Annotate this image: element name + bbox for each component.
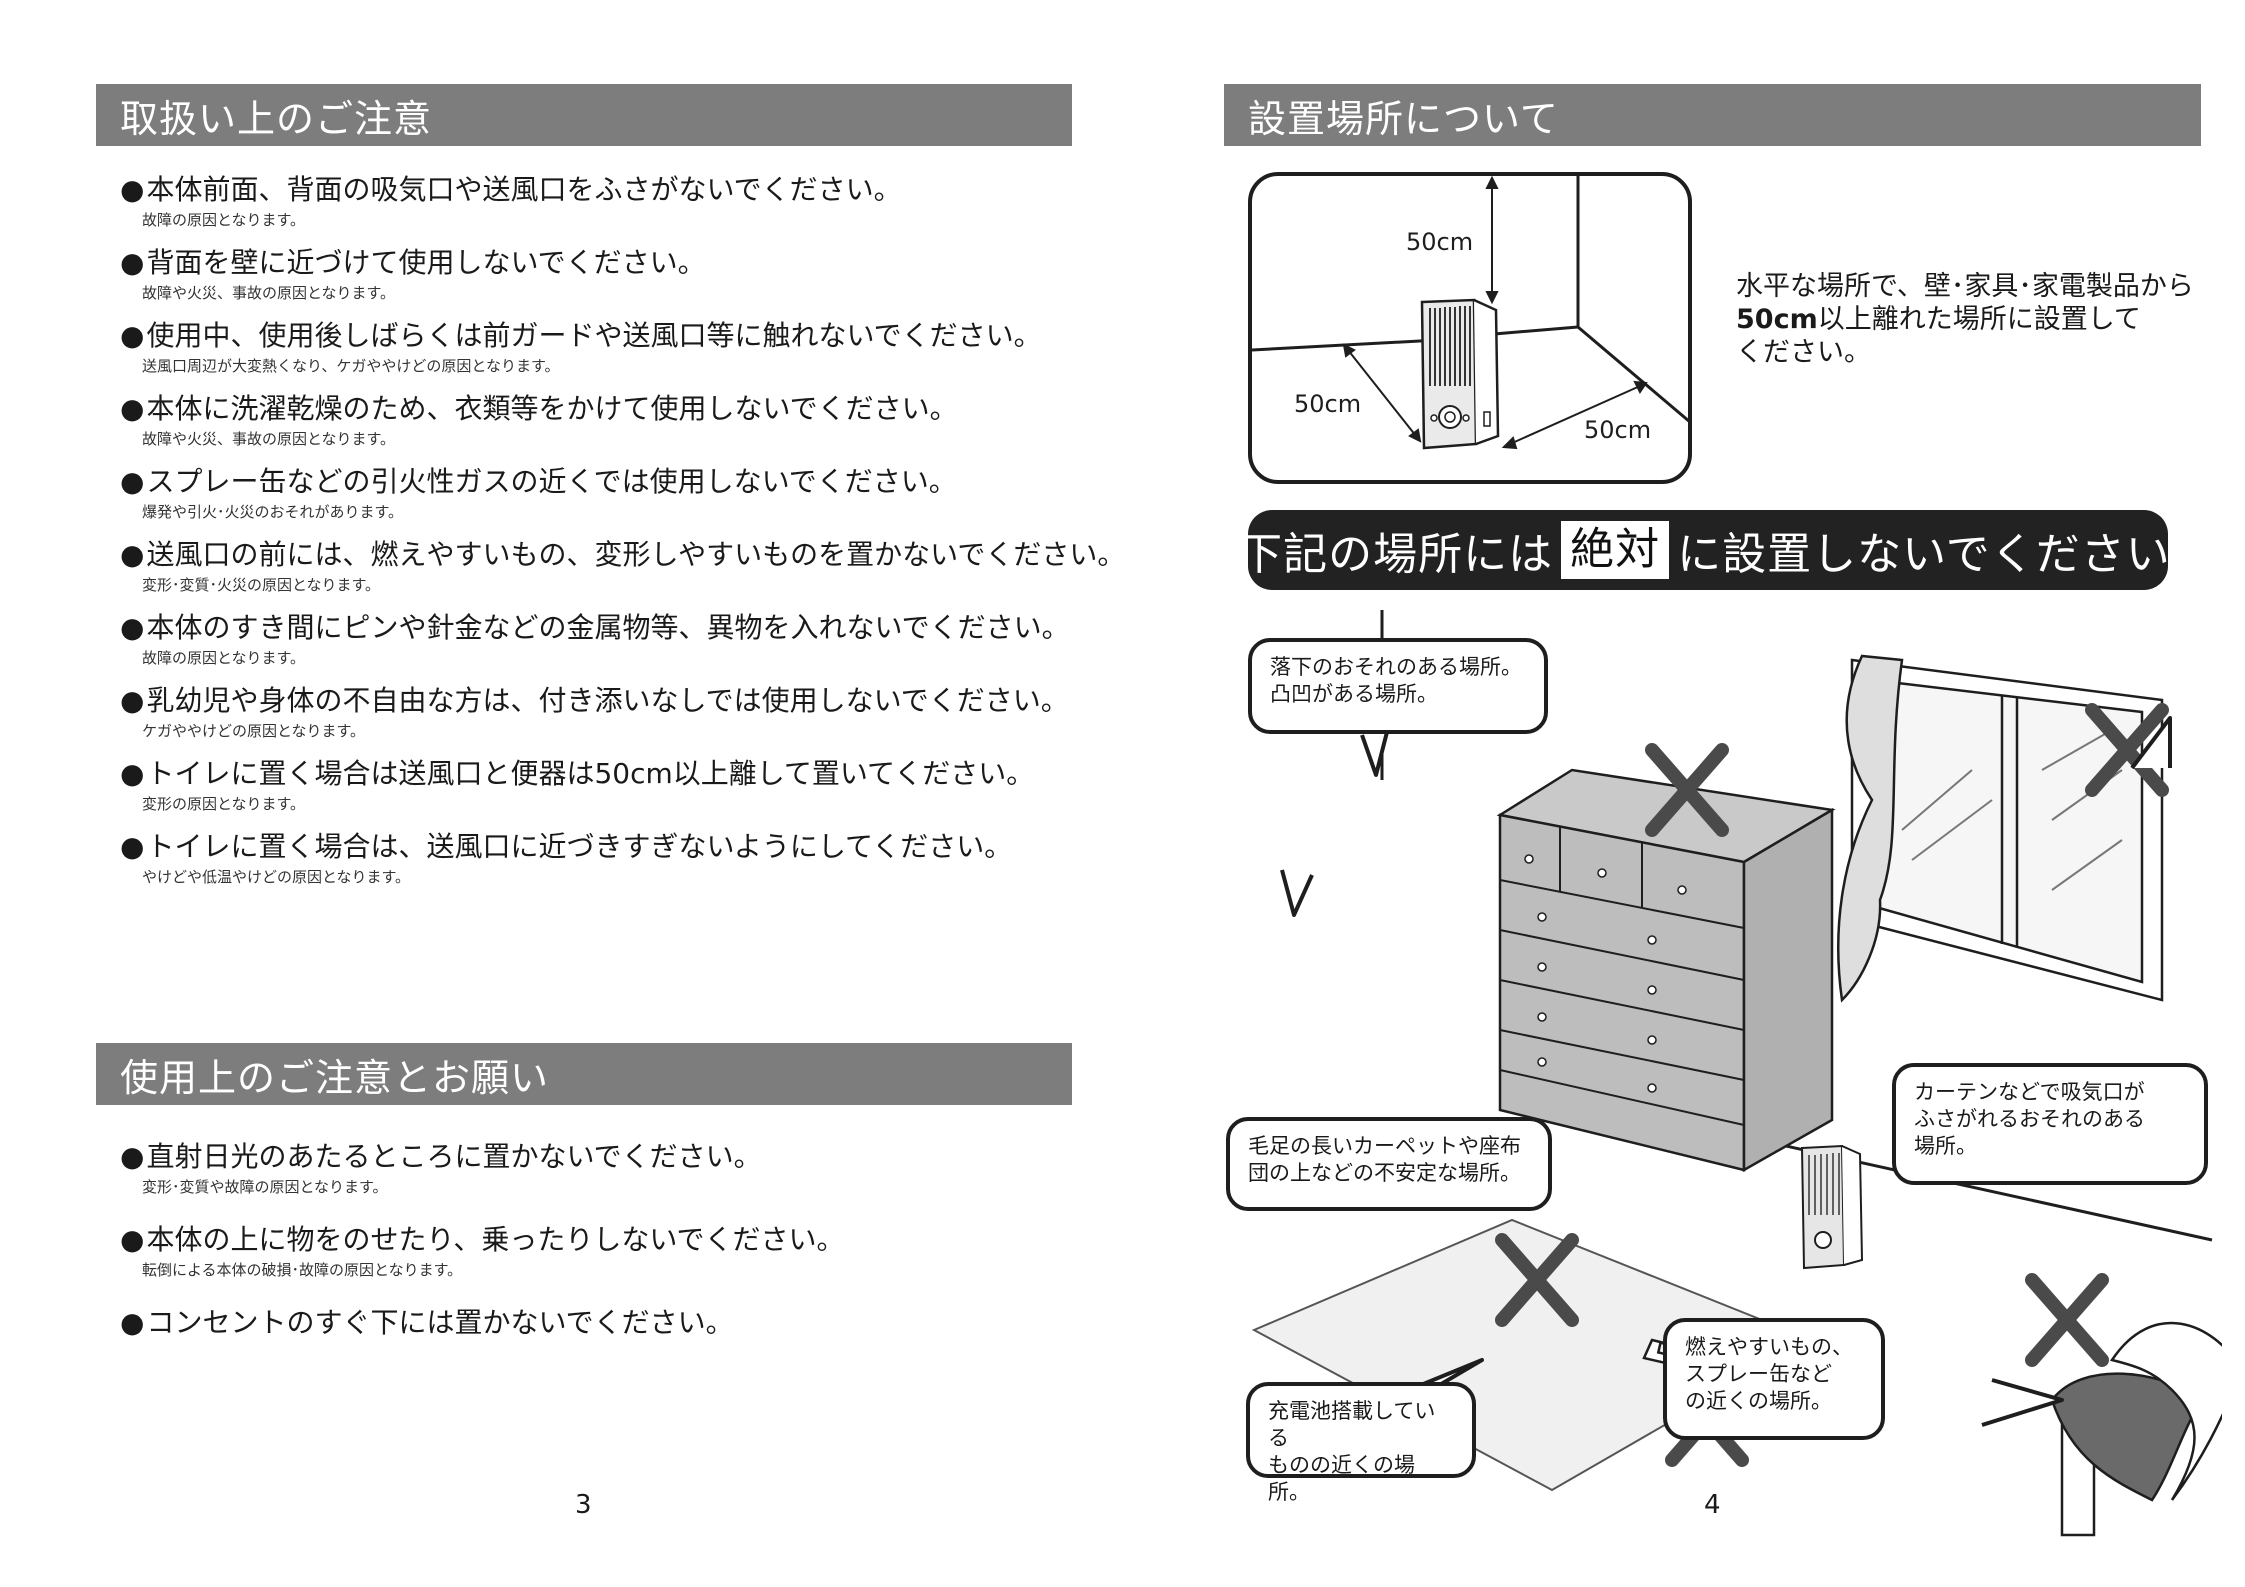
notice-text: 本体に洗濯乾燥のため、衣類等をかけて使用しないでください。 [120, 389, 1125, 429]
curtain [1837, 654, 1904, 1003]
list-item: 本体のすき間にピンや針金などの金属物等、異物を入れないでください。 故障の原因と… [120, 608, 1125, 681]
list-item: コンセントのすぐ下には置かないでください。 [120, 1303, 844, 1363]
section-title: 使用上のご注意とお願い [120, 1055, 550, 1100]
list-item: トイレに置く場合は送風口と便器は50cm以上離して置いてください。 変形の原因と… [120, 754, 1125, 827]
notice-text: スプレー缶などの引火性ガスの近くでは使用しないでください。 [120, 462, 1125, 502]
description-distance: 50cm [1736, 304, 1818, 335]
callout-carpet: 毛足の長いカーペットや座布 団の上などの不安定な場所。 [1226, 1117, 1552, 1211]
description-line-2: 以上離れた場所に設置して [1817, 304, 2141, 335]
cushion-icon [2050, 1321, 2222, 1502]
list-item: 使用中、使用後しばらくは前ガードや送風口等に触れないでください。 送風口周辺が大… [120, 316, 1125, 389]
notice-note: 爆発や引火･火災のおそれがあります。 [142, 503, 404, 521]
notice-note: 故障の原因となります。 [142, 211, 306, 229]
notice-text: コンセントのすぐ下には置かないでください。 [120, 1303, 844, 1343]
notice-note: 故障や火災、事故の原因となります。 [142, 284, 396, 302]
notice-text: 本体の上に物をのせたり、乗ったりしないでください。 [120, 1220, 844, 1260]
notice-text: 背面を壁に近づけて使用しないでください。 [120, 243, 1125, 283]
right-page: 設置場所について [1122, 0, 2245, 1587]
section-header-usage-precautions: 使用上のご注意とお願い [96, 1043, 1072, 1105]
list-item: 本体の上に物をのせたり、乗ったりしないでください。 転倒による本体の破損･故障の… [120, 1220, 844, 1303]
notice-note: 故障の原因となります。 [142, 649, 306, 667]
page-number: 4 [1704, 1490, 1721, 1520]
section-title: 設置場所について [1248, 96, 1559, 141]
prohibited-locations-illustration [1251, 610, 2222, 1537]
notice-note: やけどや低温やけどの原因となります。 [142, 868, 411, 886]
notice-note: 故障や火災、事故の原因となります。 [142, 430, 396, 448]
notice-note: 変形の原因となります。 [142, 795, 306, 813]
usage-precautions-list: 直射日光のあたるところに置かないでください。 変形･変質や故障の原因となります。… [120, 1137, 844, 1363]
notice-text: 本体前面、背面の吸気口や送風口をふさがないでください。 [120, 170, 1125, 210]
list-item: スプレー缶などの引火性ガスの近くでは使用しないでください。 爆発や引火･火災のお… [120, 462, 1125, 535]
notice-text: 送風口の前には、燃えやすいもの、変形しやすいものを置かないでください。 [120, 535, 1125, 575]
notice-text: 乳幼児や身体の不自由な方は、付き添いなしでは使用しないでください。 [120, 681, 1125, 721]
page-number: 3 [575, 1490, 592, 1520]
notice-text: トイレに置く場合は送風口と便器は50cm以上離して置いてください。 [120, 754, 1125, 794]
callout-flammable: 燃えやすいもの、 スプレー缶など の近くの場所。 [1663, 1318, 1885, 1440]
list-item: トイレに置く場合は、送風口に近づきすぎないようにしてください。 やけどや低温やけ… [120, 827, 1125, 900]
notice-note: ケガややけどの原因となります。 [142, 722, 366, 740]
description-line-3: ください。 [1736, 337, 1871, 368]
list-item: 背面を壁に近づけて使用しないでください。 故障や火災、事故の原因となります。 [120, 243, 1125, 316]
notice-text: 使用中、使用後しばらくは前ガードや送風口等に触れないでください。 [120, 316, 1125, 356]
notice-note: 送風口周辺が大変熱くなり、ケガややけどの原因となります。 [142, 357, 560, 375]
notice-text: 本体のすき間にピンや針金などの金属物等、異物を入れないでください。 [120, 608, 1125, 648]
clearance-label-left: 50cm [1294, 390, 1361, 418]
left-page: 取扱い上のご注意 本体前面、背面の吸気口や送風口をふさがないでください。 故障の… [0, 0, 1125, 1587]
callout-curtain: カーテンなどで吸気口が ふさがれるおそれのある 場所。 [1892, 1063, 2208, 1185]
callout-battery: 充電池搭載している ものの近くの場所。 [1246, 1382, 1476, 1504]
warning-prefix: ※下記の場所には [1200, 529, 1554, 580]
heater-in-room [1800, 1144, 1864, 1270]
notice-note: 転倒による本体の破損･故障の原因となります。 [142, 1261, 463, 1279]
window [1850, 658, 2164, 1002]
handling-precautions-list: 本体前面、背面の吸気口や送風口をふさがないでください。 故障の原因となります。 … [120, 170, 1125, 900]
list-item: 送風口の前には、燃えやすいもの、変形しやすいものを置かないでください。 変形･変… [120, 535, 1125, 608]
clearance-label-top: 50cm [1406, 228, 1473, 256]
list-item: 直射日光のあたるところに置かないでください。 変形･変質や故障の原因となります。 [120, 1137, 844, 1220]
heater-illustration [1420, 298, 1500, 450]
section-header-handling-precautions: 取扱い上のご注意 [96, 84, 1072, 146]
notice-note: 変形･変質や故障の原因となります。 [142, 1178, 388, 1196]
notice-text: トイレに置く場合は、送風口に近づきすぎないようにしてください。 [120, 827, 1125, 867]
description-line-1: 水平な場所で、壁･家具･家電製品から [1736, 271, 2194, 302]
warning-banner: ※下記の場所には 絶対 に設置しないでください。 [1200, 510, 2215, 590]
callout-fall-risk: 落下のおそれのある場所。 凸凹がある場所。 [1248, 638, 1548, 734]
notice-note: 変形･変質･火災の原因となります。 [142, 576, 381, 594]
section-header-installation-location: 設置場所について [1224, 84, 2201, 146]
list-item: 本体に洗濯乾燥のため、衣類等をかけて使用しないでください。 故障や火災、事故の原… [120, 389, 1125, 462]
warning-suffix: に設置しないでください。 [1677, 529, 2216, 580]
list-item: 本体前面、背面の吸気口や送風口をふさがないでください。 故障の原因となります。 [120, 170, 1125, 243]
clearance-label-right: 50cm [1584, 416, 1651, 444]
list-item: 乳幼児や身体の不自由な方は、付き添いなしでは使用しないでください。 ケガややけど… [120, 681, 1125, 754]
warning-emphasis: 絶対 [1561, 521, 1670, 579]
clearance-diagram: 50cm 50cm 50cm [1248, 172, 1692, 484]
notice-text: 直射日光のあたるところに置かないでください。 [120, 1137, 844, 1177]
section-title: 取扱い上のご注意 [120, 96, 433, 141]
dresser [1496, 768, 1836, 1173]
